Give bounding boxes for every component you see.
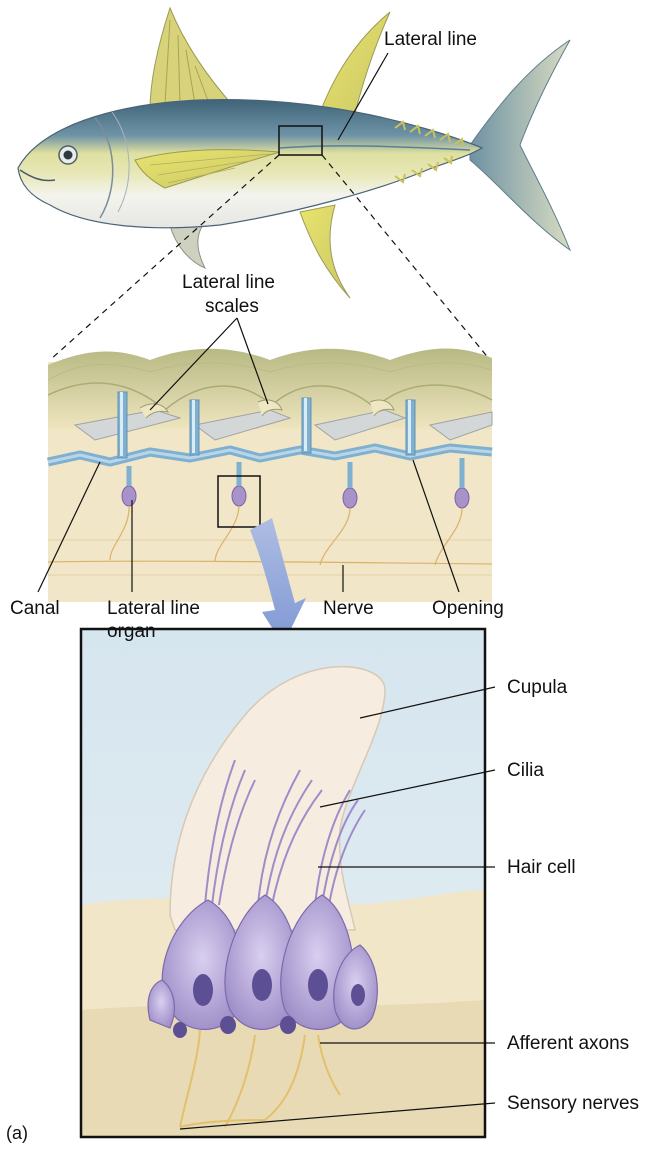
label-lateral-line-organ-line2: organ xyxy=(107,621,156,643)
fish-body xyxy=(18,100,482,228)
label-canal: Canal xyxy=(10,598,60,620)
label-lateral-line-scales-line2: scales xyxy=(205,296,259,318)
label-lateral-line-organ-line1: Lateral line xyxy=(107,598,200,620)
label-nerve: Nerve xyxy=(323,598,374,620)
label-cupula: Cupula xyxy=(507,677,567,699)
label-lateral-line: Lateral line xyxy=(384,29,477,51)
anal-fin xyxy=(300,205,350,298)
label-hair-cell: Hair cell xyxy=(507,857,576,879)
first-dorsal-fin xyxy=(150,8,235,110)
caudal-fin xyxy=(470,40,570,250)
fish-illustration xyxy=(18,8,570,298)
label-cilia: Cilia xyxy=(507,760,544,782)
detail-panel xyxy=(81,629,485,1137)
label-lateral-line-scales-line1: Lateral line xyxy=(182,272,275,294)
label-sensory-nerves: Sensory nerves xyxy=(507,1093,639,1115)
label-afferent-axons: Afferent axons xyxy=(507,1033,629,1055)
panel-letter: (a) xyxy=(6,1122,28,1144)
label-opening: Opening xyxy=(432,598,504,620)
